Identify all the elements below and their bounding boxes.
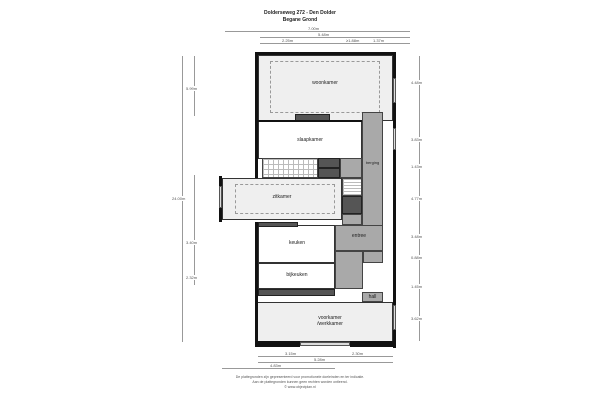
room-slaapkamer [258,121,362,159]
label-slaapkamer: slaapkamer [297,137,323,143]
wall [258,120,362,122]
label-hall: hall [368,294,377,300]
wall [255,341,300,347]
dim-line [222,368,335,369]
closet [340,158,362,178]
toilet-room [335,251,363,289]
label-entree: entree [351,233,367,239]
dim-left-4: 2.32m [186,275,198,280]
wardrobe [363,251,383,263]
room-hall [362,292,383,302]
dim-top-2: 5.48m [318,32,330,37]
window [393,305,396,330]
stair-landing [342,196,362,214]
dim-right-1: 4.48m [411,80,423,85]
dim-left-total: 24.00m [172,196,186,201]
label-zitkamer: zitkamer [272,194,292,200]
dim-bottom-3: 5.28m [314,357,326,362]
cabinet [318,168,340,178]
dim-right-4: 4.77m [411,196,423,201]
wall [255,222,258,347]
window [393,128,396,150]
room-entree [335,225,383,251]
label-berging: berging [365,160,380,165]
counter [258,289,335,296]
dim-left-3: 3.40m [186,240,198,245]
dim-top-4: ≥1.88m [346,38,360,43]
dim-right-6: 0.88m [411,255,423,260]
window [393,78,396,103]
dim-bottom-4: 4.83m [270,363,282,368]
plan-floor: Begane Grond [282,17,318,23]
dim-top-3: 2.25m [282,38,294,43]
label-werkkamer: /werkkamer [317,321,343,327]
window [219,186,222,208]
wall [255,52,396,55]
label-voorkamer: voorkamer [318,315,342,321]
plan-address: Dolderseweg 272 - Den Dolder [264,10,336,16]
label-keuken: keuken [288,240,306,246]
wall [393,52,396,348]
dim-line [225,31,410,32]
dim-right-2: 3.83m [411,137,423,142]
dim-left-1: 5.99m [186,86,198,91]
label-bijkeuken: bijkeuken [286,272,308,278]
room-berging [362,112,383,234]
room-bijkeuken [258,263,335,289]
stairs[interactable] [342,178,362,196]
label-woonkamer: woonkamer [312,80,338,86]
copyright: © www.objectplan.nl [284,385,316,389]
cabinet [318,158,340,168]
dim-right-5: 3.48m [411,234,423,239]
dim-top-total: 7.00m [308,26,320,31]
counter [258,222,298,227]
room-keuken [258,225,335,263]
ceiling-outline [270,61,380,113]
hallway [342,214,362,225]
dim-bottom-1: 3.15m [285,351,297,356]
dim-right-8: 3.62m [411,316,423,321]
dim-line [260,37,410,38]
dim-bottom-2: 2.30m [352,351,364,356]
dim-right-7: 1.45m [411,284,423,289]
dim-line [260,43,410,44]
bathroom [262,158,318,178]
window [300,342,350,346]
disclaimer-line: Aan de plattegronden kunnen geen rechten… [252,380,348,384]
wall [350,341,396,347]
ceiling-outline [235,184,335,214]
dim-line [194,175,195,285]
dim-top-5: 1.37m [373,38,385,43]
dim-right-3: 1.43m [411,164,423,169]
dim-line [258,356,393,357]
dim-line [258,362,393,363]
disclaimer-line: De plattegronden zijn gepresenteerd voor… [235,375,365,379]
wall [255,52,258,178]
